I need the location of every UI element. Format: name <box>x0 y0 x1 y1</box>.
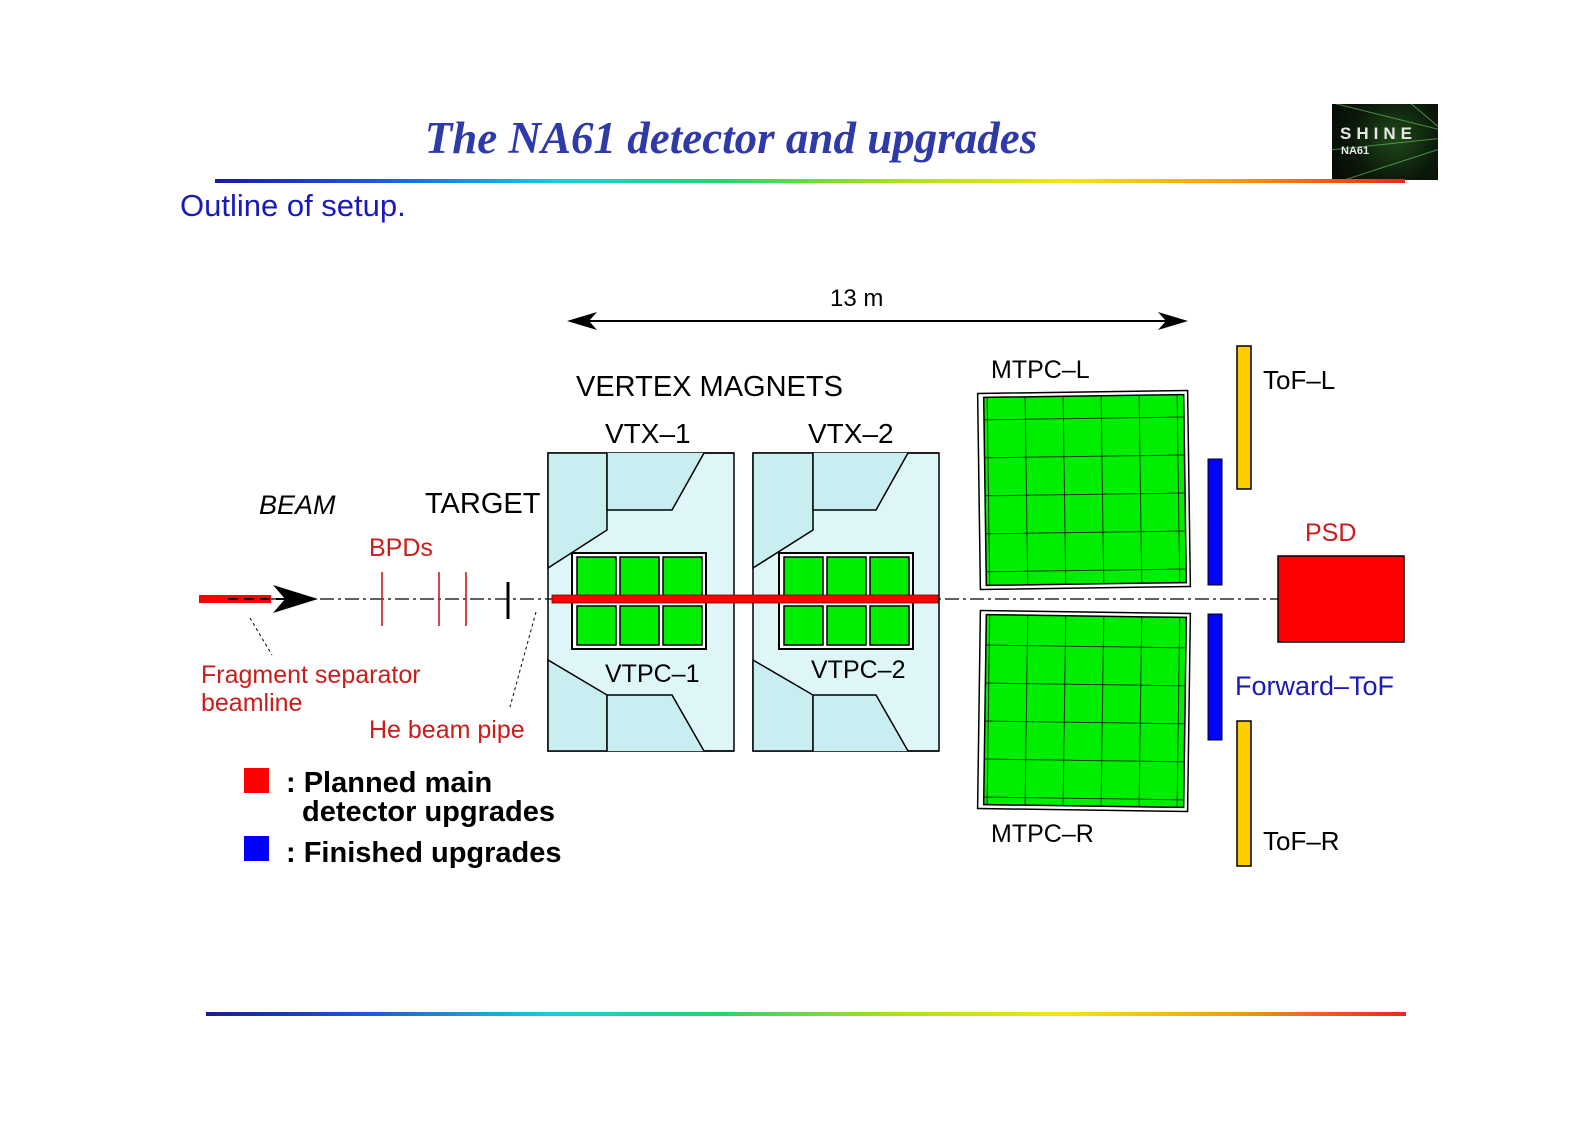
tofl-wall <box>1236 345 1252 490</box>
legend-planned-line1: : Planned main <box>286 767 492 799</box>
vtpc2-label: VTPC–2 <box>811 656 905 684</box>
scale-label: 13 m <box>830 285 883 312</box>
vtpc1-label: VTPC–1 <box>605 660 699 688</box>
mtpcr-label: MTPC–R <box>991 820 1094 848</box>
legend-planned-line2: detector upgrades <box>302 796 555 828</box>
bottom-rule <box>206 1012 1406 1016</box>
target-label: TARGET <box>425 488 541 520</box>
mtpcr-chamber <box>976 609 1192 813</box>
vtx2-label: VTX–2 <box>808 418 894 449</box>
tofl-label: ToF–L <box>1263 365 1335 395</box>
legend-finished-swatch <box>244 836 269 861</box>
mtpcl-chamber <box>976 389 1192 591</box>
beam-arrow <box>273 585 318 613</box>
fragment-leader <box>249 617 273 656</box>
page-title: The NA61 detector and upgrades <box>424 113 1038 163</box>
tofr-wall <box>1236 720 1252 867</box>
legend-finished: : Finished upgrades <box>286 837 562 869</box>
forward-tof-upper <box>1207 458 1223 586</box>
vertex-magnets-label: VERTEX MAGNETS <box>576 371 843 403</box>
legend-planned-swatch <box>244 768 269 793</box>
fragment-label-line2: beamline <box>201 689 302 717</box>
forward-tof-label: Forward–ToF <box>1235 671 1394 701</box>
he-pipe-label: He beam pipe <box>369 716 525 744</box>
bpds-label: BPDs <box>369 534 433 562</box>
beam-label: BEAM <box>259 490 336 520</box>
psd-calorimeter <box>1277 555 1405 643</box>
psd-label: PSD <box>1305 519 1356 547</box>
mtpcl-label: MTPC–L <box>991 356 1090 384</box>
tofr-label: ToF–R <box>1263 826 1340 856</box>
scale-arrow <box>567 312 1188 330</box>
forward-tof-lower <box>1207 613 1223 741</box>
vtx1-label: VTX–1 <box>605 418 691 449</box>
subtitle: Outline of setup. <box>180 188 406 223</box>
he-beam-pipe-segment <box>551 594 939 604</box>
logo-main-text: SHINE <box>1340 124 1417 143</box>
fragment-label-line1: Fragment separator <box>201 661 421 689</box>
top-rule <box>215 179 1405 183</box>
logo-sub-text: NA61 <box>1341 145 1370 157</box>
shine-na61-logo: SHINE NA61 <box>1332 104 1438 180</box>
he-pipe-leader <box>509 611 537 708</box>
